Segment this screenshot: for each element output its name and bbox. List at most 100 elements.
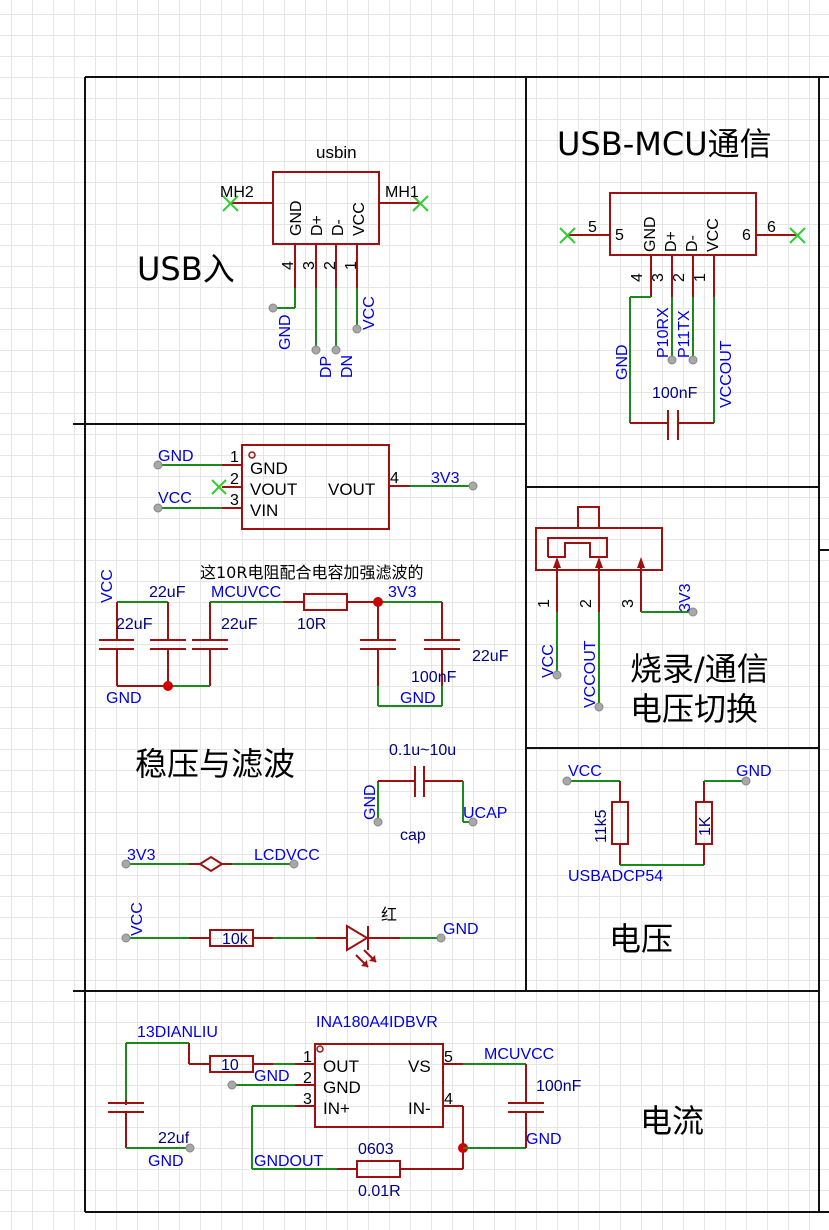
shunt-value: 0.01R [358, 1183, 401, 1200]
usbmcu-pin5-outer: 5 [588, 219, 597, 236]
capacitor-symbol [192, 639, 228, 650]
usbin-name: usbin [316, 143, 357, 162]
net-label-p11tx: P11TX [676, 310, 693, 358]
usbin-connector[interactable]: usbin MH2 MH1 GND D+ D- VCC 4 3 2 1 GND … [220, 143, 429, 378]
resistor-value: 10 [221, 1057, 239, 1074]
section-title-current: 电流 [640, 1102, 704, 1140]
ina-pin-vs: VS [408, 1057, 431, 1076]
resistor-symbol [611, 801, 629, 845]
capacitor-symbol [424, 639, 460, 650]
net-label-3v3: 3V3 [677, 583, 694, 612]
led-indicator[interactable]: VCC 10k 红 GND [121, 902, 479, 968]
section-title-switch-line2: 电压切换 [630, 690, 758, 728]
usbin-pin-num-3: 3 [301, 261, 318, 270]
net-label-3v3: 3V3 [431, 470, 460, 487]
ina-part-name: INA180A4IDBVR [316, 1014, 438, 1031]
ldo-regulator[interactable]: 1 2 3 4 GND VOUT VIN VOUT GND VCC 3V3 [153, 444, 478, 530]
ina-pin-out: OUT [323, 1057, 359, 1076]
ucap-value: 0.1u~10u [389, 742, 456, 759]
ldo-pin-num-1: 1 [230, 449, 239, 466]
net-label-gnd: GND [254, 1068, 290, 1085]
net-label-usbadcp54: USBADCP54 [568, 868, 663, 885]
switch-pin-num-2: 2 [578, 599, 595, 608]
usbin-body [272, 171, 380, 245]
ucap-name: cap [400, 827, 426, 844]
net-label-gnd: GND [158, 448, 194, 465]
usbmcu-pin5-inner: 5 [615, 227, 624, 244]
usbmcu-pin-vcc: VCC [705, 218, 722, 252]
switch-pin-num-1: 1 [536, 599, 553, 608]
section-title-voltage: 电压 [609, 920, 673, 958]
net-label-vcc: VCC [361, 296, 378, 330]
net-label-gnd: GND [362, 784, 379, 820]
mh1-label: MH1 [385, 184, 419, 201]
usbin-pin-num-2: 2 [322, 261, 339, 270]
ina180-current-sense[interactable]: INA180A4IDBVR 13DIANLIU 10 22uf GND GND [108, 1014, 582, 1200]
cap-value: 22uF [149, 584, 186, 601]
net-label-13dianliu: 13DIANLIU [137, 1024, 218, 1041]
voltage-divider[interactable]: VCC GND 11k5 1K USBADCP54 [562, 763, 772, 885]
no-connect-icon [222, 195, 239, 212]
net-label-3v3: 3V3 [388, 584, 417, 601]
net-label-gnd: GND [614, 344, 631, 380]
net-label-vccout: VCCOUT [582, 640, 599, 708]
ina-pin-num-4: 4 [444, 1091, 453, 1108]
usbmcu-cap-value: 100nF [652, 385, 698, 402]
usbin-pin-num-1: 1 [343, 261, 360, 270]
no-connect-icon [559, 227, 576, 244]
cap-value: 22uf [158, 1130, 190, 1147]
ldo-pin-vin: VIN [250, 501, 278, 520]
ina-pin-num-3: 3 [303, 1091, 312, 1108]
filter-note: 这10R电阻配合电容加强滤波的 [200, 563, 423, 582]
capacitor-symbol [508, 1102, 544, 1113]
net-label-vcc: VCC [540, 644, 557, 678]
net-label-gnd: GND [736, 763, 772, 780]
ldo-pin-num-4: 4 [390, 470, 399, 487]
resistor-value: 10R [297, 616, 326, 633]
ldo-pin-vout-right: VOUT [328, 480, 375, 499]
ldo-pin-num-3: 3 [230, 492, 239, 509]
resistor-symbol [356, 1160, 401, 1178]
ina-pin-gnd: GND [323, 1078, 361, 1097]
sheet-frame [73, 76, 829, 1213]
cap-value: 22uF [221, 616, 258, 633]
switch-pin-num-3: 3 [620, 599, 637, 608]
ucap-capacitor[interactable]: 0.1u~10u GND UCAP cap [362, 742, 507, 844]
net-label-p10rx: P10RX [655, 307, 672, 358]
net-label-lcdvcc: LCDVCC [254, 847, 320, 864]
usbmcu-pin-num-1: 1 [692, 273, 709, 282]
ina-pin-num-2: 2 [303, 1070, 312, 1087]
usbin-pin-num-4: 4 [280, 261, 297, 270]
section-title-usb-mcu: USB-MCU通信 [557, 125, 772, 163]
section-title-usb-in: USB入 [137, 250, 235, 288]
ina-pin-inm: IN- [408, 1099, 431, 1118]
usbmcu-body [609, 192, 757, 256]
net-label-dn: DN [339, 355, 356, 378]
net-label-gnd: GND [443, 921, 479, 938]
net-label-gnd: GND [277, 314, 294, 350]
shunt-package: 0603 [358, 1141, 394, 1158]
capacitor-symbol [360, 639, 396, 650]
net-label-vcc: VCC [129, 902, 146, 936]
no-connect-icon [412, 195, 429, 212]
net-label-gndout: GNDOUT [254, 1153, 324, 1170]
capacitor-symbol [150, 639, 186, 650]
ina-pin-inp: IN+ [323, 1099, 350, 1118]
usb-mcu-connector[interactable]: 5 5 6 6 GND D+ D- VCC 4 3 2 1 100nF GND … [559, 192, 806, 440]
net-label-gnd: GND [148, 1153, 184, 1170]
ldo-pin-vout: VOUT [250, 480, 297, 499]
cap-value-22uf: 22uF [472, 648, 509, 665]
no-connect-icon [789, 227, 806, 244]
slide-switch[interactable]: 1 2 3 VCC VCCOUT 3V3 [535, 506, 698, 712]
net-label-dp: DP [318, 356, 335, 378]
lcdvcc-link[interactable]: 3V3 LCDVCC [121, 847, 320, 873]
usbmcu-pin-dp: D+ [663, 231, 680, 252]
switch-knob [577, 506, 600, 529]
cap-value: 100nF [536, 1078, 582, 1095]
usbmcu-pin-num-3: 3 [650, 273, 667, 282]
filter-network[interactable]: 这10R电阻配合电容加强滤波的 VCC 22uF 22uF 22uF GND M… [99, 563, 509, 707]
cap-value: 22uF [116, 616, 153, 633]
resistor-value-11k5: 11k5 [593, 809, 610, 843]
